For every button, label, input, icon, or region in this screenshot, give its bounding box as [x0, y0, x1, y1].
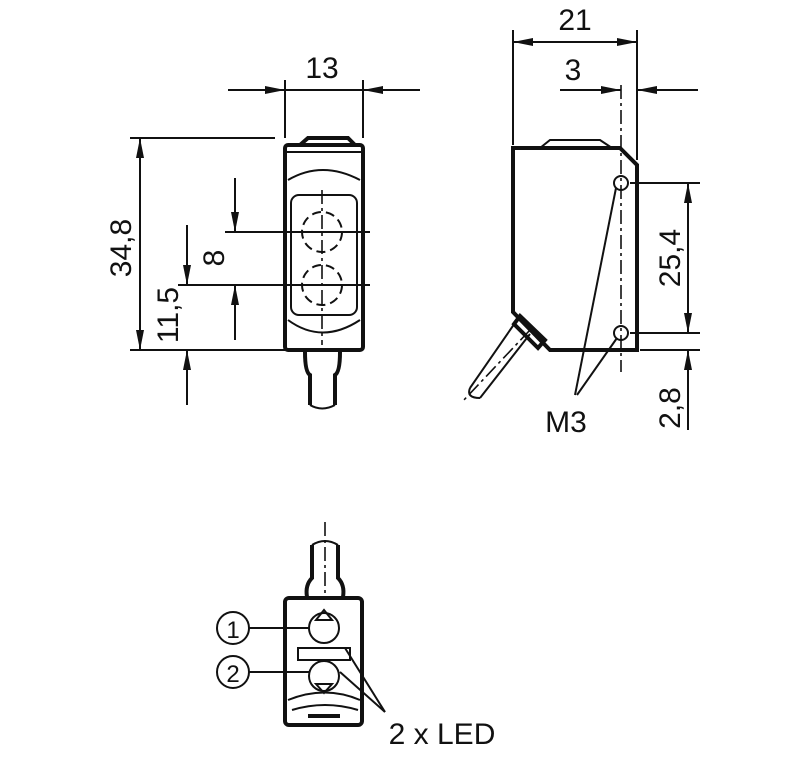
- dim-hole-spacing: 25,4: [654, 229, 687, 287]
- dim-lens-spacing: 8: [198, 250, 231, 267]
- dim-depth: 21: [558, 4, 591, 37]
- dim-width: 13: [305, 52, 338, 85]
- callout-1: 1: [226, 617, 239, 644]
- dim-height: 34,8: [105, 219, 138, 277]
- led-label: 2 x LED: [389, 718, 496, 751]
- thread-label: M3: [545, 406, 587, 439]
- callout-2: 2: [226, 661, 239, 688]
- dim-hole-offset: 3: [565, 54, 582, 87]
- dim-lens-offset: 11,5: [152, 287, 185, 343]
- rear-view: 1 2 2 x LED: [216, 522, 496, 751]
- front-view: 13 34,8 8 11,5: [105, 52, 420, 410]
- dim-hole-bottom: 2,8: [654, 387, 687, 429]
- side-view: 21 3 25,4 2,8 M3: [461, 4, 700, 439]
